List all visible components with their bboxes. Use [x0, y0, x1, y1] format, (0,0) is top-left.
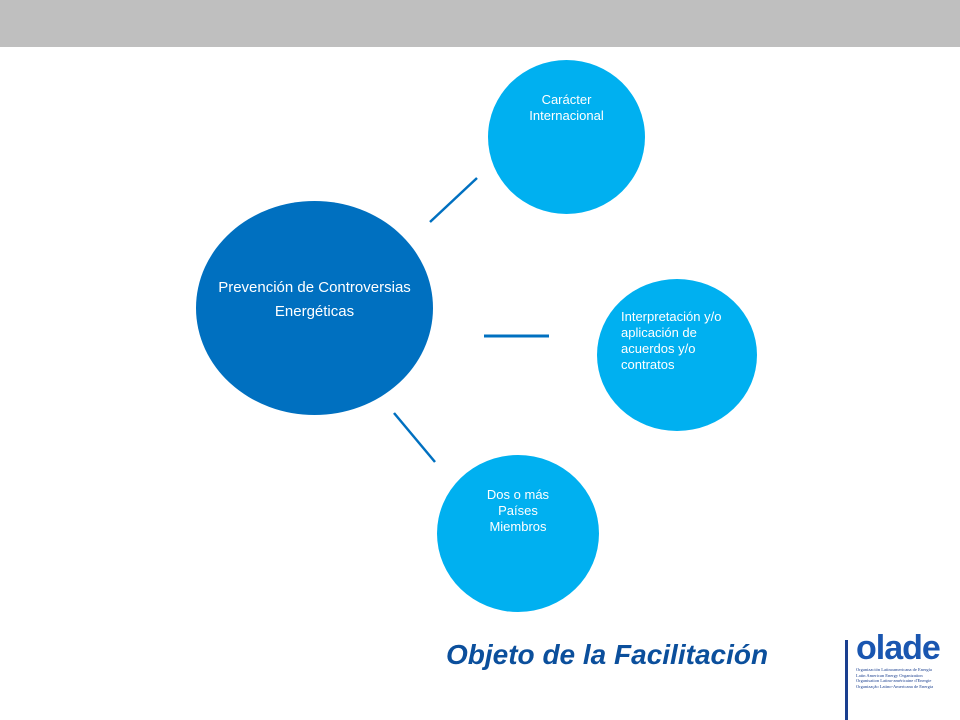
logo-tagline: Organización Latinoamericana de Energía … — [856, 667, 956, 689]
connector-line-members — [393, 412, 436, 463]
olade-logo: olade Organización Latinoamericana de En… — [856, 630, 956, 690]
logo-line: Organização Latino-Americana de Energia — [856, 683, 934, 689]
node-international: Carácter Internacional — [488, 60, 645, 214]
center-node: Prevención de Controversias Energéticas — [196, 201, 433, 415]
node-member-countries: Dos o más Países Miembros — [437, 455, 599, 612]
node-international-label: Carácter Internacional — [529, 92, 604, 123]
slide-title: Objeto de la Facilitación — [446, 639, 769, 670]
logo-line: Organización Latinoamericana de Energía — [856, 667, 932, 672]
connector-line-international — [429, 177, 478, 223]
node-interpretation: Interpretación y/o aplicación de acuerdo… — [597, 279, 757, 431]
center-node-label: Prevención de Controversias — [218, 279, 411, 296]
footer-divider — [845, 640, 848, 720]
top-bar — [0, 0, 960, 47]
node-member-countries-label: Dos o más Países Miembros — [486, 487, 550, 534]
logo-line: Latin American Energy Organization — [856, 672, 923, 678]
logo-line: Organisation Latino-américaine d'Energie — [856, 678, 932, 683]
center-node-sublabel: Energéticas — [274, 303, 355, 320]
node-interpretation-label: Interpretación y/o aplicación de acuerdo… — [621, 309, 722, 372]
logo-wordmark: olade — [856, 629, 941, 667]
